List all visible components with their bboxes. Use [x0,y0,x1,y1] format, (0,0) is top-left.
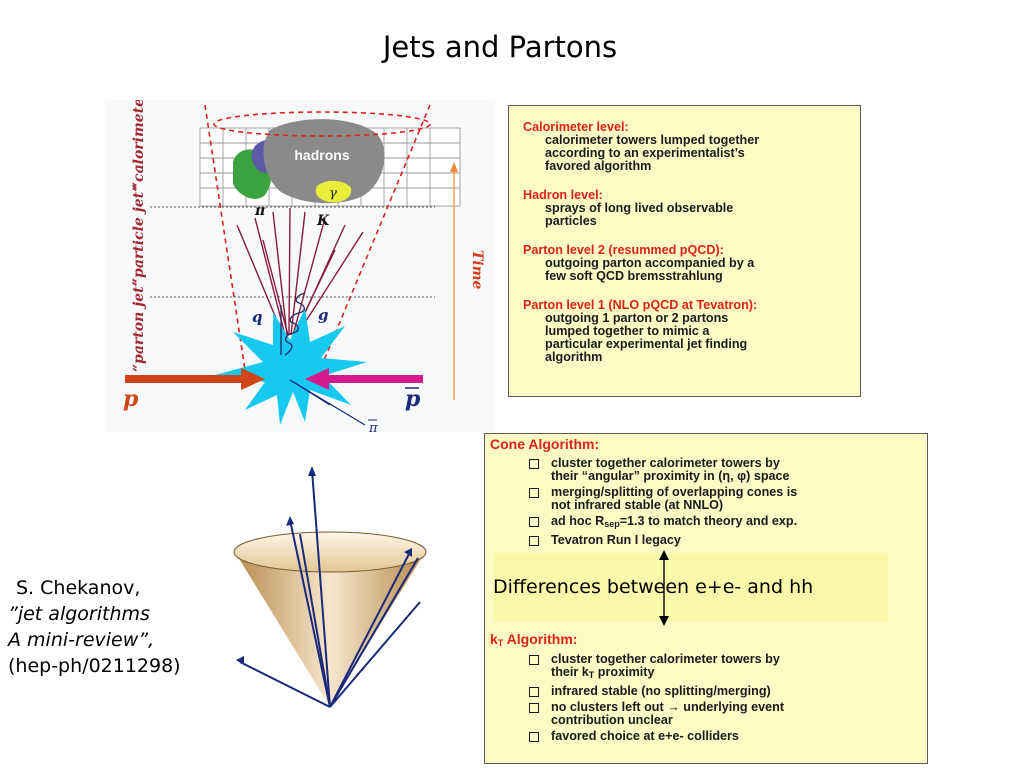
level-line: few soft QCD bremsstrahlung [545,269,723,283]
checkbox-icon [529,687,539,697]
slide-title: Jets and Partons [382,30,618,64]
item-line: their “angular” proximity in (η, φ) spac… [551,469,790,483]
item-line: infrared stable (no splitting/merging) [551,684,771,698]
cone-algorithm-heading: Cone Algorithm: [490,436,600,452]
level-line: according to an experimentalist’s [545,146,745,160]
level-heading: Calorimeter level: [523,120,629,134]
antiproton-label: p [405,386,421,412]
level-description: sprays of long lived observable particle… [545,202,852,228]
gluon-label: g [318,306,329,324]
jet-diagram: hadrons γ π K “calorimeter jet” “particl… [105,100,495,432]
antiproton-arrow [305,368,423,390]
collision-star [215,308,367,425]
quark-label: q [252,308,263,326]
item-line: their kT proximity [551,665,655,681]
item-line: not infrared stable (at NNLO) [551,498,724,512]
level-line: algorithm [545,350,603,364]
item-line: merging/splitting of overlapping cones i… [551,485,798,499]
yellow-blob [315,180,352,203]
checkbox-icon [529,488,539,498]
gamma-label: γ [329,186,337,201]
list-item: Tevatron Run I legacy [529,534,919,547]
citation-author: S. Chekanov, [16,577,141,599]
item-line: cluster together calorimeter towers by [551,456,780,470]
citation-title: ”jet algorithms [8,603,150,625]
item-line: contribution unclear [551,713,673,727]
pi-label: π [254,203,266,219]
time-label: Time [469,250,485,290]
hadrons-label: hadrons [294,147,349,163]
time-arrow [450,162,458,400]
proton-label: p [123,386,139,412]
checkbox-icon [529,517,539,527]
level-line: particles [545,214,597,228]
level-line: favored algorithm [545,159,652,173]
proton-arrow [125,368,265,390]
differences-label: Differences between e+e- and hh [493,576,814,598]
item-line: favored choice at e+e- colliders [551,729,739,743]
kt-algorithm-heading: kT Algorithm: [490,631,578,648]
double-arrow-icon [659,550,669,626]
checkbox-icon [529,655,539,665]
citation-ref: (hep-ph/0211298) [8,655,181,677]
item-line: Tevatron Run I legacy [551,533,681,547]
list-item: merging/splitting of overlapping cones i… [529,486,919,512]
hadrons-blob [263,119,385,204]
jet-cone-lines [204,104,431,371]
antiparton-line [289,379,331,406]
level-description: outgoing 1 parton or 2 partons lumped to… [545,312,852,364]
cone-tracks [239,469,421,708]
kaon-label: K [316,213,330,229]
cone-body [235,552,425,707]
level-description: outgoing parton accompanied by a few sof… [545,257,852,283]
citation: S. Chekanov, ”jet algorithms A mini-revi… [8,575,181,679]
level-line: particular experimental jet finding [545,337,748,351]
anti-pi-label: π [368,421,378,432]
cone-rim [233,531,427,573]
item-line: cluster together calorimeter towers by [551,652,780,666]
item-line: ad hoc Rsep=1.3 to match theory and exp. [551,514,798,530]
calorimeter-jet-label: “calorimeter jet” [131,100,147,190]
differences-highlight [493,553,888,622]
particle-jet-label: “particle jet” [131,184,147,286]
level-line: outgoing 1 parton or 2 partons [545,311,729,325]
citation-title: A mini-review”, [8,629,155,651]
checkbox-icon [529,732,539,742]
gluon-coil [284,292,306,356]
level-heading: Parton level 2 (resummed pQCD): [523,243,724,257]
list-item: favored choice at e+e- colliders [529,730,919,743]
parton-jet-label: “parton jet” [131,278,147,372]
checkbox-icon [529,703,539,713]
item-line: no clusters left out → underlying event [551,700,785,714]
cone-arrowheads [236,466,412,665]
level-line: sprays of long lived observable [545,201,734,215]
level-line: lumped together to mimic a [545,324,710,338]
level-line: calorimeter towers lumped together [545,133,760,147]
list-item: ad hoc Rsep=1.3 to match theory and exp. [529,515,919,531]
cone-figure [233,466,427,708]
level-line: outgoing parton accompanied by a [545,256,755,270]
level-description: calorimeter towers lumped together accor… [545,134,852,173]
jet-levels-box: Calorimeter level: calorimeter towers lu… [508,105,861,397]
level-heading: Parton level 1 (NLO pQCD at Tevatron): [523,298,758,312]
list-item: infrared stable (no splitting/merging) [529,685,919,698]
checkbox-icon [529,536,539,546]
level-heading: Hadron level: [523,188,603,202]
checkbox-icon [529,459,539,469]
